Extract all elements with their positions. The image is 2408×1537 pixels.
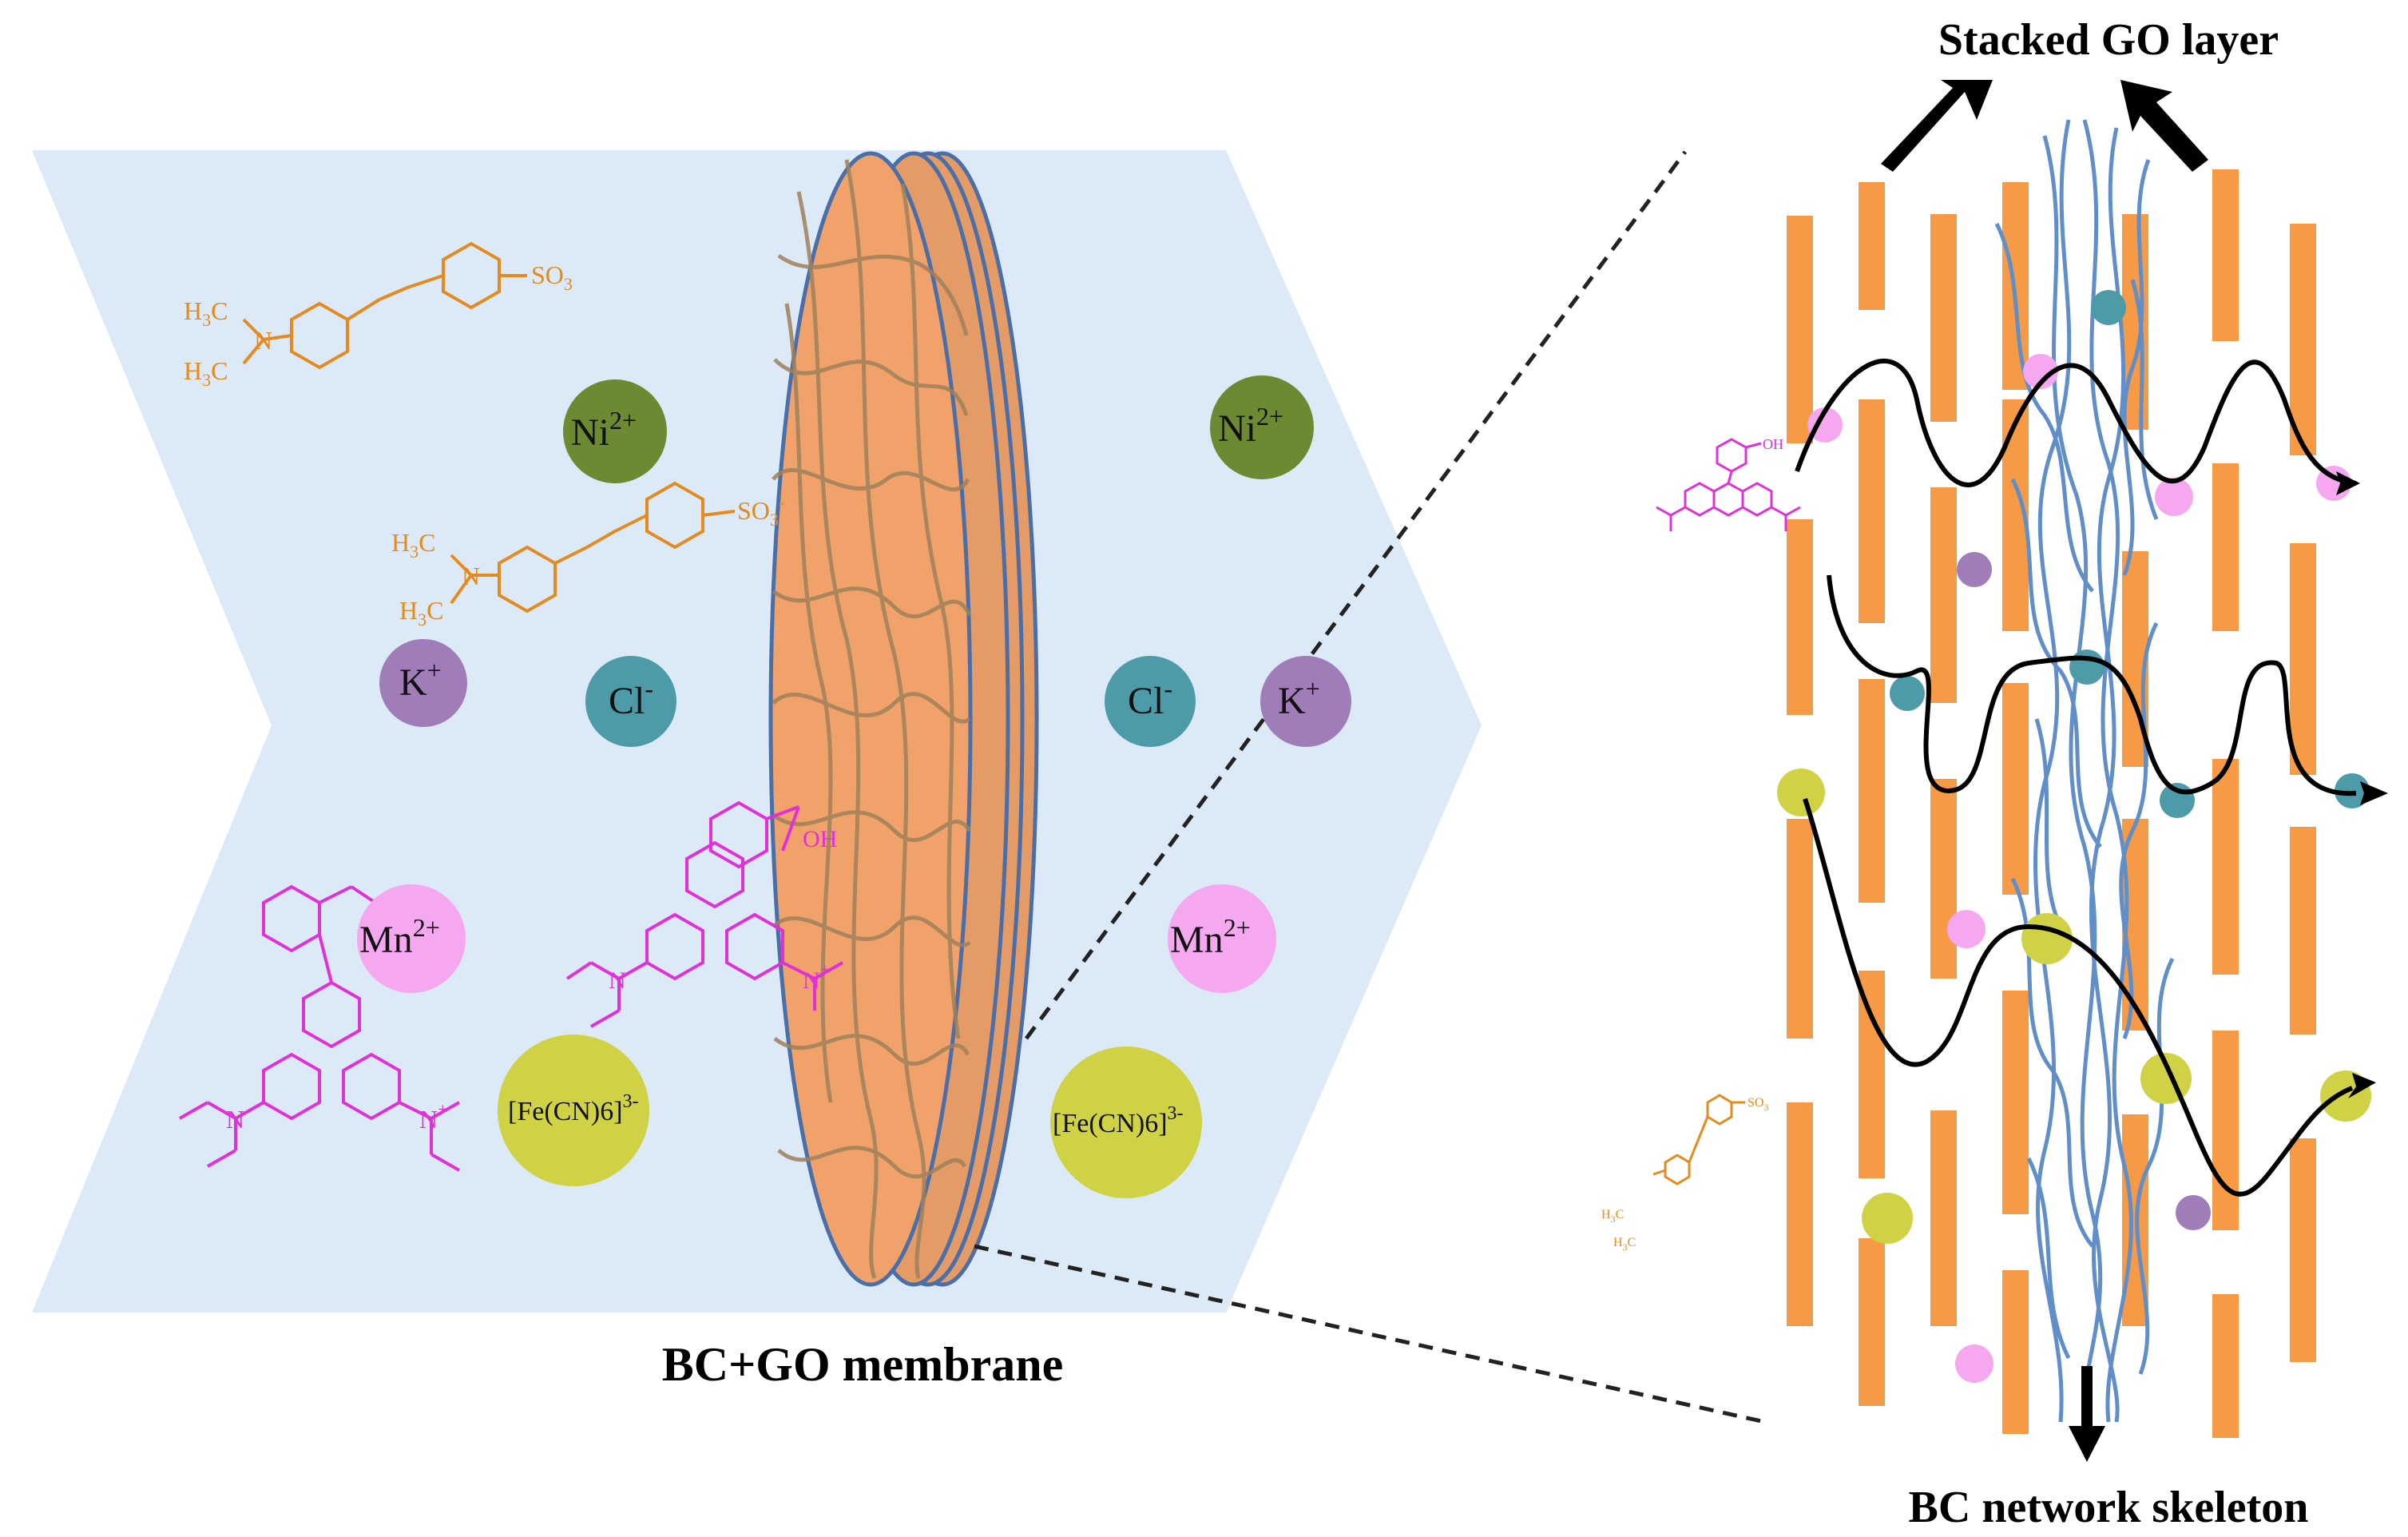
rhod2-n-left: N [609,967,626,994]
stacked-go-layer-label: Stacked GO layer [1938,15,2279,65]
arrow-to-title-right [2120,80,2208,172]
ion-mn-left: Mn2+ [357,884,466,993]
azo-small-h3c-bottom: H3C [1613,1236,1636,1253]
azo-small-h3c-top: H3C [1601,1208,1624,1225]
ion-ni-left: Ni2+ [563,379,667,483]
azo2-h3c-bottom: H3C [399,596,443,629]
rhodamine-molecule-1 [179,884,460,1172]
ion-k-left: K+ [379,639,467,727]
rhod2-n-right: N+ [803,959,830,994]
ion-fe-right: [Fe(CN)6]3- [1050,1047,1202,1198]
zoom-line-bottom [974,1244,1766,1424]
rhodamine-small [1656,438,1801,531]
azo2-so3: SO3- [737,492,784,530]
rhod1-n-right: N+ [419,1099,448,1134]
svg-text:Mn2+: Mn2+ [359,913,440,961]
rhod2-oh: OH [803,826,837,852]
zoom-line-top [1024,150,1688,1040]
ion-fe-left: [Fe(CN)6]3- [498,1035,649,1186]
arrow-to-bc-label [2069,1366,2105,1462]
svg-text:Ni2+: Ni2+ [1218,402,1283,450]
feed-region [32,150,1482,1313]
azo1-so3: SO3 [531,260,573,294]
ion-ni-right: Ni2+ [1210,375,1314,479]
flow-path-3 [1803,798,2354,1197]
azo-small-so3: SO3 [1747,1096,1768,1113]
svg-text:K+: K+ [1278,674,1320,722]
flow-arrowheads [2336,471,2388,1098]
azo1-h3c-top: H3C [184,296,228,330]
rhodamine-molecule-2 [565,800,843,1028]
rhodamine-small-oh: OH [1763,436,1783,452]
azo2-h3c-top: H3C [391,528,435,562]
flow-path-1 [1795,358,2357,487]
svg-text:Cl-: Cl- [609,674,653,722]
membrane-label: BC+GO membrane [662,1338,1063,1391]
membrane-disk [768,151,1039,1287]
svg-text:[Fe(CN)6]3-: [Fe(CN)6]3- [508,1091,639,1126]
arrow-to-title-left [1881,80,1993,172]
azo2-n: N [462,562,480,590]
ion-cl-left: Cl- [585,656,676,747]
ion-cl-right: Cl- [1105,656,1196,747]
svg-text:Mn2+: Mn2+ [1170,913,1251,961]
go-layer-stack [1787,169,2316,1438]
svg-text:Cl-: Cl- [1128,674,1172,722]
svg-text:Ni2+: Ni2+ [571,406,637,454]
bc-fiber-network [1994,119,2175,1423]
azo1-h3c-bottom: H3C [184,356,228,390]
azo-dye-molecule-2 [450,481,736,614]
svg-text:[Fe(CN)6]3-: [Fe(CN)6]3- [1053,1103,1184,1138]
flow-path-2 [1827,574,2357,796]
azo-dye-molecule-1 [242,241,527,370]
ion-k-right: K+ [1260,656,1351,747]
svg-text:K+: K+ [399,656,442,704]
azo1-n: N [254,326,272,355]
azo-dye-small [1652,1094,1745,1186]
ion-mn-right: Mn2+ [1168,884,1276,993]
bc-network-label: BC network skeleton [1909,1483,2309,1532]
rhod1-n-left: N [226,1105,244,1134]
flow-paths [1795,358,2357,1197]
